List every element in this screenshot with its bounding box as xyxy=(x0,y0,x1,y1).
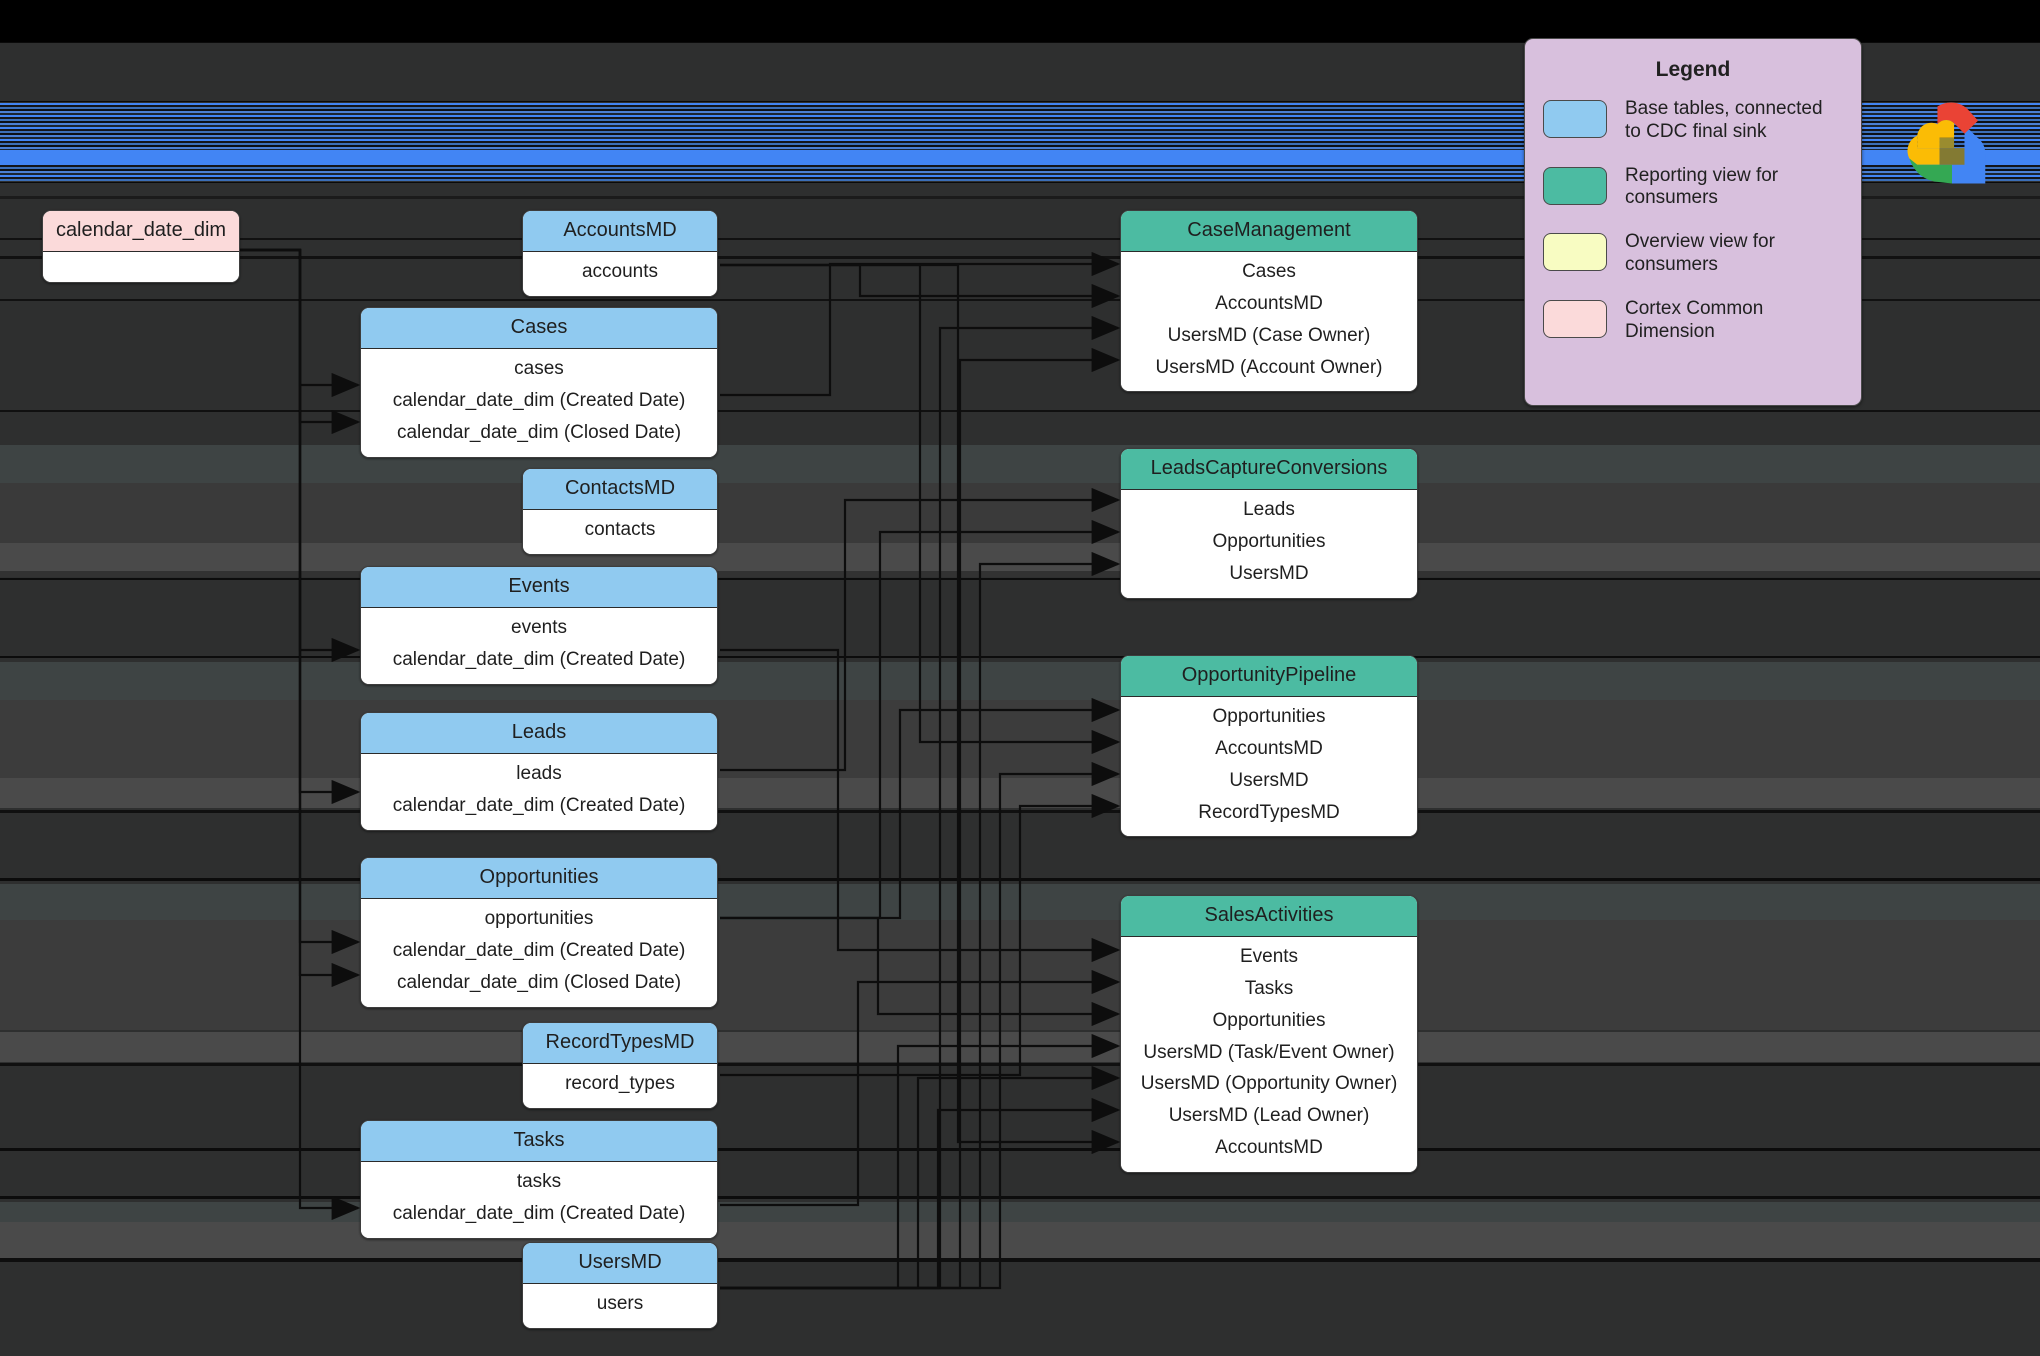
node-cases[interactable]: Cases cases calendar_date_dim (Created D… xyxy=(360,307,718,458)
node-row: Opportunities xyxy=(1212,1009,1326,1031)
legend-swatch-base-tables xyxy=(1543,100,1607,138)
legend-label: Base tables, connected to CDC final sink xyxy=(1625,98,1823,142)
node-title: Cases xyxy=(361,308,717,349)
node-calendar-date-dim[interactable]: calendar_date_dim xyxy=(42,210,240,283)
node-body: leads calendar_date_dim (Created Date) xyxy=(361,754,717,830)
node-row: contacts xyxy=(584,519,656,540)
node-row: UsersMD (Opportunity Owner) xyxy=(1140,1073,1398,1095)
legend-label: Overview view for consumers xyxy=(1625,231,1775,275)
legend-swatch-reporting-view xyxy=(1543,166,1607,205)
node-row: Tasks xyxy=(1244,977,1294,999)
node-row: cases xyxy=(514,358,564,379)
node-tasks[interactable]: Tasks tasks calendar_date_dim (Created D… xyxy=(360,1120,718,1239)
node-title: CaseManagement xyxy=(1121,211,1417,252)
artifact-hairline-a xyxy=(0,101,2040,102)
node-row: UsersMD (Task/Event Owner) xyxy=(1143,1041,1395,1063)
node-row: calendar_date_dim (Created Date) xyxy=(392,1202,686,1224)
node-title: OpportunityPipeline xyxy=(1121,656,1417,697)
node-row: Events xyxy=(1239,946,1299,967)
legend-swatch-cortex-dimension xyxy=(1543,299,1607,338)
node-body: Leads Opportunities UsersMD xyxy=(1121,490,1417,598)
node-row: AccountsMD xyxy=(1215,1137,1323,1159)
node-title: Events xyxy=(361,567,717,608)
node-title: SalesActivities xyxy=(1121,896,1417,937)
node-row: users xyxy=(596,1293,644,1314)
node-record-types-md[interactable]: RecordTypesMD record_types xyxy=(522,1022,718,1109)
node-row: calendar_date_dim (Created Date) xyxy=(392,939,686,961)
node-row: calendar_date_dim (Created Date) xyxy=(392,794,686,816)
node-leads-capture-conversions[interactable]: LeadsCaptureConversions Leads Opportunit… xyxy=(1120,448,1418,599)
node-row: tasks xyxy=(516,1171,562,1192)
node-body: Cases AccountsMD UsersMD (Case Owner) Us… xyxy=(1121,252,1417,392)
node-row: Cases xyxy=(1242,261,1296,282)
node-row: UsersMD (Account Owner) xyxy=(1155,356,1383,378)
node-row: leads xyxy=(516,763,562,784)
node-title: calendar_date_dim xyxy=(43,211,239,252)
node-title: LeadsCaptureConversions xyxy=(1121,449,1417,490)
node-title: UsersMD xyxy=(523,1243,717,1284)
top-black-band xyxy=(0,0,2040,42)
node-body xyxy=(43,252,239,282)
node-title: RecordTypesMD xyxy=(523,1023,717,1064)
legend-item-base-tables: Base tables, connected to CDC final sink xyxy=(1543,98,1843,144)
legend-item-cortex-dimension: Cortex Common Dimension xyxy=(1543,298,1843,344)
node-title: Opportunities xyxy=(361,858,717,899)
node-contacts-md[interactable]: ContactsMD contacts xyxy=(522,468,718,555)
node-body: users xyxy=(523,1284,717,1328)
node-sales-activities[interactable]: SalesActivities Events Tasks Opportuniti… xyxy=(1120,895,1418,1173)
node-body: opportunities calendar_date_dim (Created… xyxy=(361,899,717,1007)
node-opportunities[interactable]: Opportunities opportunities calendar_dat… xyxy=(360,857,718,1008)
node-row: UsersMD xyxy=(1229,562,1309,584)
node-body: Opportunities AccountsMD UsersMD RecordT… xyxy=(1121,697,1417,837)
node-body: accounts xyxy=(523,252,717,296)
node-row: Opportunities xyxy=(1212,706,1326,727)
node-row: UsersMD (Lead Owner) xyxy=(1168,1105,1370,1127)
legend-swatch-overview-view xyxy=(1543,233,1607,272)
node-title: AccountsMD xyxy=(523,211,717,252)
node-body: record_types xyxy=(523,1064,717,1108)
node-row: events xyxy=(511,617,567,638)
node-case-management[interactable]: CaseManagement Cases AccountsMD UsersMD … xyxy=(1120,210,1418,393)
node-row: calendar_date_dim (Created Date) xyxy=(392,389,686,411)
node-body: tasks calendar_date_dim (Created Date) xyxy=(361,1162,717,1238)
node-users-md[interactable]: UsersMD users xyxy=(522,1242,718,1329)
node-opportunity-pipeline[interactable]: OpportunityPipeline Opportunities Accoun… xyxy=(1120,655,1418,838)
legend-label: Reporting view for consumers xyxy=(1625,164,1779,209)
node-body: events calendar_date_dim (Created Date) xyxy=(361,608,717,684)
node-row: record_types xyxy=(565,1073,675,1094)
node-body: contacts xyxy=(523,510,717,554)
node-title: ContactsMD xyxy=(523,469,717,510)
node-row: opportunities xyxy=(484,908,594,929)
artifact-hairline-b xyxy=(0,182,2040,183)
node-title: Leads xyxy=(361,713,717,754)
node-row: Leads xyxy=(1243,499,1295,520)
node-events[interactable]: Events events calendar_date_dim (Created… xyxy=(360,566,718,685)
node-row: calendar_date_dim (Closed Date) xyxy=(396,971,682,993)
legend-panel: Legend Base tables, connected to CDC fin… xyxy=(1524,38,1862,406)
node-row: RecordTypesMD xyxy=(1198,801,1340,823)
legend-label: Cortex Common Dimension xyxy=(1625,297,1764,342)
node-row: UsersMD xyxy=(1229,769,1309,791)
node-row: UsersMD (Case Owner) xyxy=(1167,324,1371,346)
node-leads[interactable]: Leads leads calendar_date_dim (Created D… xyxy=(360,712,718,831)
node-body: Events Tasks Opportunities UsersMD (Task… xyxy=(1121,937,1417,1172)
node-body: cases calendar_date_dim (Created Date) c… xyxy=(361,349,717,457)
node-row: accounts xyxy=(581,261,659,282)
node-title: Tasks xyxy=(361,1121,717,1162)
google-cloud-logo xyxy=(1907,102,1986,184)
node-row: Opportunities xyxy=(1212,530,1326,552)
node-row: AccountsMD xyxy=(1215,292,1323,314)
node-accounts-md[interactable]: AccountsMD accounts xyxy=(522,210,718,297)
legend-item-overview-view: Overview view for consumers xyxy=(1543,231,1843,277)
legend-title: Legend xyxy=(1655,58,1731,81)
node-row: AccountsMD xyxy=(1215,737,1323,759)
node-row: calendar_date_dim (Closed Date) xyxy=(396,421,682,443)
legend-item-reporting-view: Reporting view for consumers xyxy=(1543,165,1843,211)
node-row: calendar_date_dim (Created Date) xyxy=(392,648,686,670)
